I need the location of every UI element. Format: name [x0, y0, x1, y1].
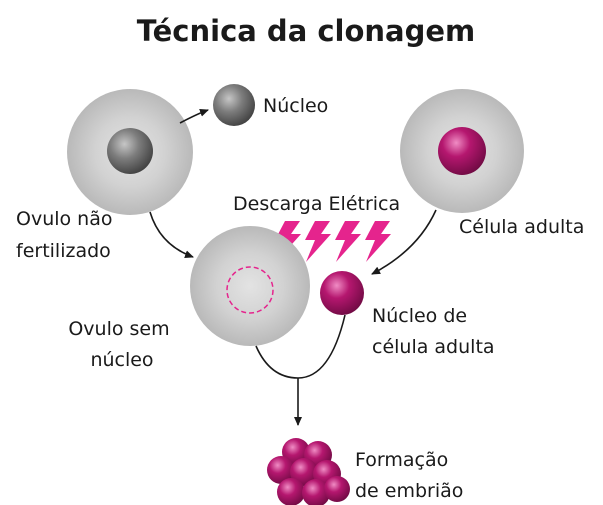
- extracted-nucleus: [213, 84, 255, 126]
- lightning-bolt-icon: [335, 221, 361, 262]
- empty-nucleus-outline: [226, 266, 274, 314]
- fusion-connector: [255, 314, 346, 379]
- arrow-nucleus-extraction: [179, 108, 209, 124]
- embryo-cluster: [267, 438, 350, 505]
- label-ovulo-nao-fertilizado: Ovulo não fertilizado: [16, 208, 119, 262]
- unfertilized-ovum: [67, 89, 193, 215]
- label-ovulo-sem-nucleo: Ovulo sem núcleo: [68, 318, 175, 371]
- adult-nucleus-transferred: [320, 271, 364, 315]
- ovum-nucleus: [107, 128, 153, 174]
- label-nucleo-celula-adulta: Núcleo de célula adulta: [372, 305, 495, 358]
- arrow-ovum-to-enucleated: [149, 211, 194, 259]
- lightning-bolt-icon: [305, 221, 331, 262]
- label-celula-adulta: Célula adulta: [459, 216, 584, 238]
- label-formacao-embriao: Formação de embrião: [355, 449, 463, 502]
- adult-cell-nucleus: [438, 127, 486, 175]
- diagram-title: Técnica da clonagem: [137, 14, 476, 48]
- lightning-bolt-icon: [365, 221, 391, 262]
- enucleated-ovum: [190, 226, 310, 346]
- arrow-adult-to-nucleus: [371, 209, 437, 275]
- label-nucleo: Núcleo: [263, 95, 328, 117]
- adult-cell: [400, 89, 524, 213]
- label-descarga-eletrica: Descarga Elétrica: [233, 193, 400, 215]
